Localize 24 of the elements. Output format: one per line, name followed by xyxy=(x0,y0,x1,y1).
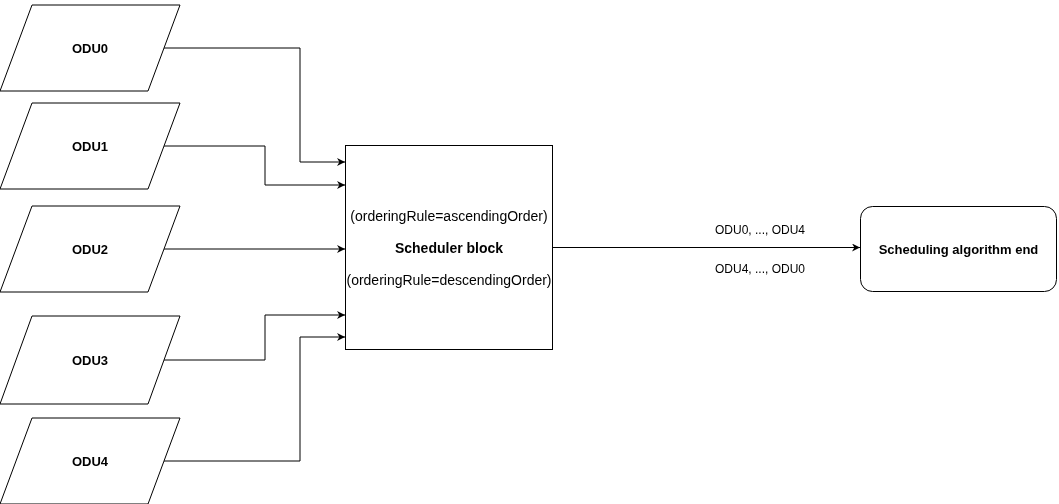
node-label: ODU2 xyxy=(71,241,109,257)
data-parallelogram xyxy=(0,316,180,404)
box-title: Scheduler block xyxy=(394,239,504,256)
data-parallelogram xyxy=(0,5,180,91)
terminal-box xyxy=(860,206,1057,292)
order-label: ODU0, ..., ODU4 xyxy=(715,223,806,237)
process-box xyxy=(345,145,553,350)
arrow xyxy=(163,245,346,253)
data-parallelogram xyxy=(0,206,180,292)
arrow xyxy=(163,145,346,189)
data-parallelogram xyxy=(0,418,180,504)
node-label: ODU0 xyxy=(71,40,109,56)
arrow xyxy=(163,311,346,361)
data-parallelogram xyxy=(0,103,180,189)
node-label: Scheduling algorithm end xyxy=(877,241,1040,257)
arrow xyxy=(163,47,346,166)
rule-text: (orderingRule=descendingOrder) xyxy=(346,271,552,288)
node-label: ODU4 xyxy=(71,453,109,469)
rule-text: (orderingRule=ascendingOrder) xyxy=(350,207,548,224)
arrow xyxy=(163,333,346,462)
order-label: ODU4, ..., ODU0 xyxy=(715,262,806,276)
node-label: ODU1 xyxy=(71,138,109,154)
node-label: ODU3 xyxy=(71,352,109,368)
arrow xyxy=(552,243,861,252)
